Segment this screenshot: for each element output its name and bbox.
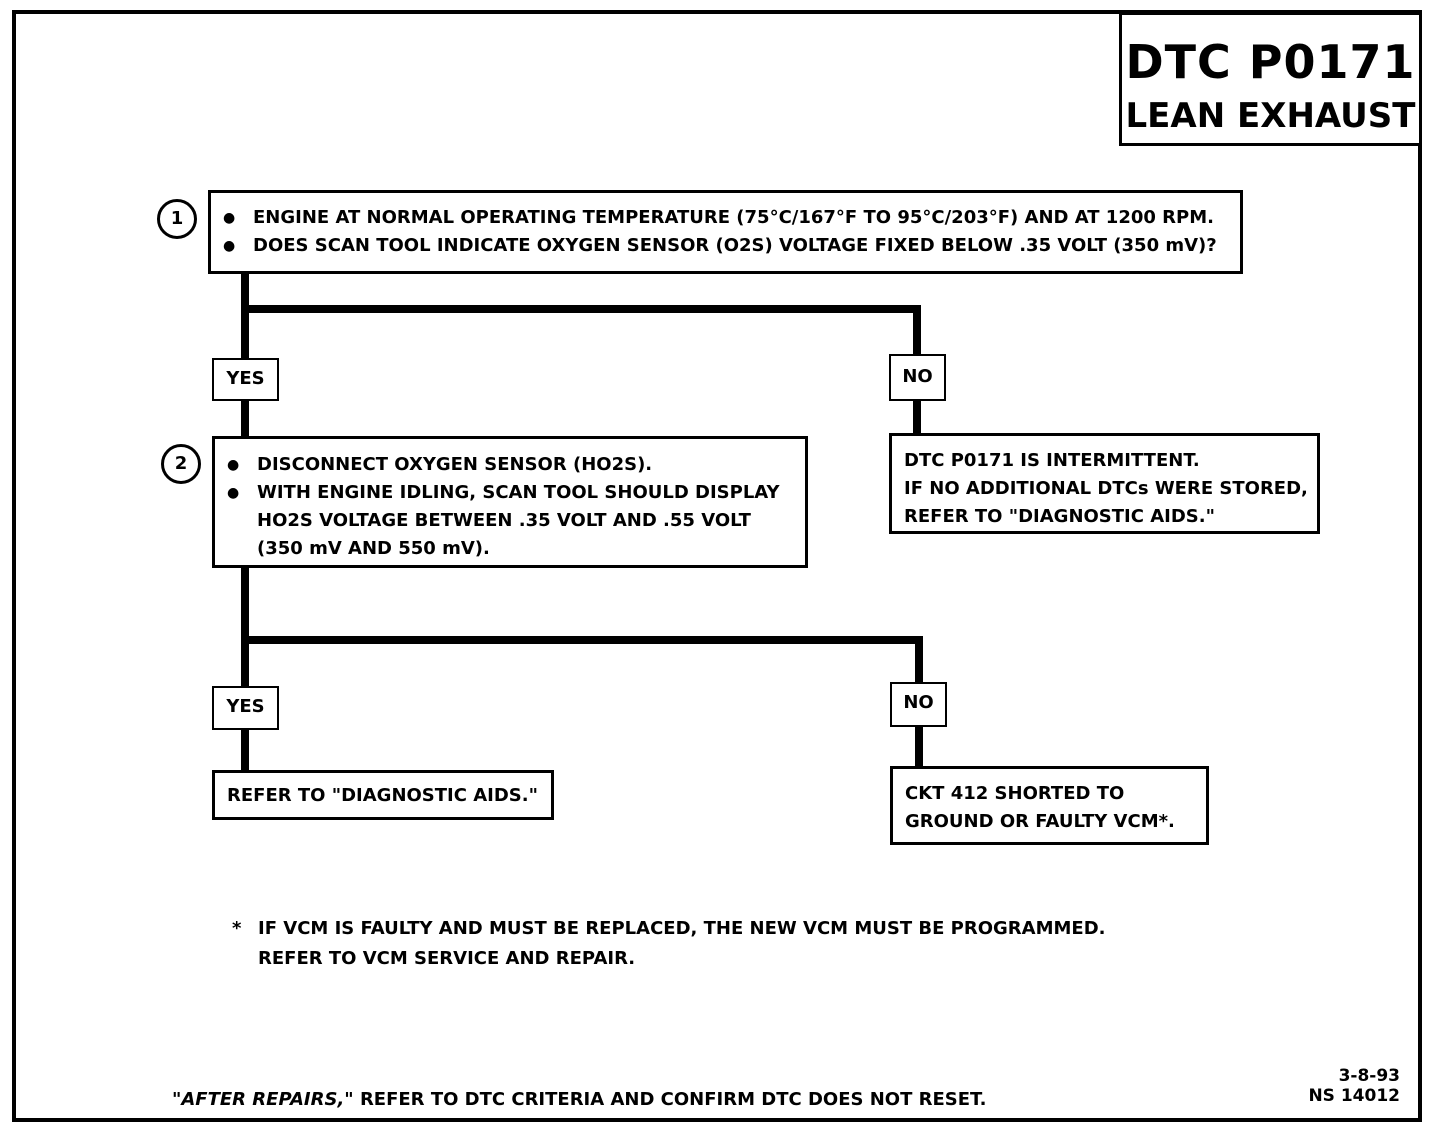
step-2-box: DISCONNECT OXYGEN SENSOR (HO2S). WITH EN…	[212, 436, 808, 568]
step-2-yes-result: REFER TO "DIAGNOSTIC AIDS."	[212, 770, 554, 820]
dtc-code: DTC P0171	[1125, 35, 1416, 89]
footnote-marker: *	[232, 918, 242, 939]
connector-yes2-down	[241, 729, 249, 771]
dtc-name: LEAN EXHAUST	[1125, 96, 1416, 136]
step-1-no-result: DTC P0171 IS INTERMITTENT. IF NO ADDITIO…	[889, 433, 1320, 534]
after-repairs-emphasis: "AFTER REPAIRS,"	[172, 1089, 354, 1110]
step-1-bullet-2: DOES SCAN TOOL INDICATE OXYGEN SENSOR (O…	[211, 232, 1240, 260]
page-border	[12, 10, 1422, 1122]
connector-step2-down	[241, 567, 249, 687]
step-2-marker: 2	[161, 444, 201, 484]
title-box: DTC P0171 LEAN EXHAUST	[1119, 12, 1422, 146]
after-repairs-text: REFER TO DTC CRITERIA AND CONFIRM DTC DO…	[353, 1089, 987, 1110]
connector-no1-down	[913, 400, 921, 434]
reference-date: 3-8-93	[1338, 1066, 1400, 1086]
connector-step1-down	[241, 273, 249, 360]
reference-code: NS 14012	[1308, 1086, 1400, 1106]
step-1-box: ENGINE AT NORMAL OPERATING TEMPERATURE (…	[208, 190, 1243, 274]
connector-step1-branch	[241, 305, 921, 313]
footnote: IF VCM IS FAULTY AND MUST BE REPLACED, T…	[258, 914, 1105, 974]
reference-block: 3-8-93 NS 14012	[1290, 1066, 1400, 1106]
step-2-bullet-2: WITH ENGINE IDLING, SCAN TOOL SHOULD DIS…	[215, 479, 791, 563]
step-1-marker: 1	[157, 199, 197, 239]
connector-no2-down	[915, 726, 923, 768]
step-2-yes-label: YES	[212, 686, 279, 730]
step-2-no-result: CKT 412 SHORTED TO GROUND OR FAULTY VCM*…	[890, 766, 1209, 845]
step-1-yes-label: YES	[212, 358, 279, 401]
no-result-1-line-3: REFER TO "DIAGNOSTIC AIDS."	[904, 506, 1215, 527]
footnote-line-1: IF VCM IS FAULTY AND MUST BE REPLACED, T…	[258, 918, 1106, 939]
step-1-bullet-1: ENGINE AT NORMAL OPERATING TEMPERATURE (…	[211, 204, 1240, 232]
step-2-bullet-1: DISCONNECT OXYGEN SENSOR (HO2S).	[215, 451, 791, 479]
step-1-no-label: NO	[889, 354, 946, 401]
no-result-2-line-1: CKT 412 SHORTED TO	[905, 783, 1125, 804]
no-result-1-line-2: IF NO ADDITIONAL DTCs WERE STORED,	[904, 478, 1308, 499]
connector-step2-no-down	[915, 636, 923, 684]
no-result-2-line-2: GROUND OR FAULTY VCM*.	[905, 811, 1175, 832]
connector-step2-branch	[241, 636, 923, 644]
no-result-1-line-1: DTC P0171 IS INTERMITTENT.	[904, 450, 1200, 471]
connector-step1-no-down	[913, 305, 921, 355]
footnote-line-2: REFER TO VCM SERVICE AND REPAIR.	[258, 948, 636, 969]
connector-yes1-down	[241, 400, 249, 438]
after-repairs-note: "AFTER REPAIRS," REFER TO DTC CRITERIA A…	[172, 1089, 986, 1110]
step-2-no-label: NO	[890, 682, 947, 727]
